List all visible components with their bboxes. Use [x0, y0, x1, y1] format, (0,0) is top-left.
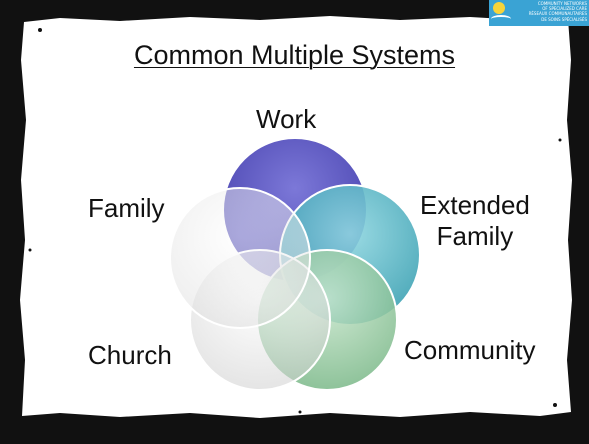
logo-text: Community networks of specialized care R…	[513, 1, 587, 22]
logo-line-4: de soins spécialisés	[541, 16, 587, 22]
logo-line-3: Réseaux communautaires	[528, 11, 587, 17]
sun-icon	[493, 2, 505, 14]
slide-title: Common Multiple Systems	[133, 40, 456, 70]
wave-icon	[491, 15, 511, 23]
label-extended-line-2: Family	[436, 221, 514, 252]
logo-line-2: of specialized care	[542, 6, 587, 12]
label-church: Church	[88, 340, 172, 370]
label-family: Family	[88, 193, 165, 223]
organization-logo: Community networks of specialized care R…	[489, 0, 589, 26]
label-community: Community	[404, 335, 536, 365]
label-extended-line-1: Extended	[420, 190, 530, 220]
family-circle	[169, 187, 311, 329]
label-work: Work	[256, 104, 317, 134]
label-extended-family: Extended Family	[420, 190, 530, 252]
logo-line-1: Community networks	[537, 1, 587, 6]
